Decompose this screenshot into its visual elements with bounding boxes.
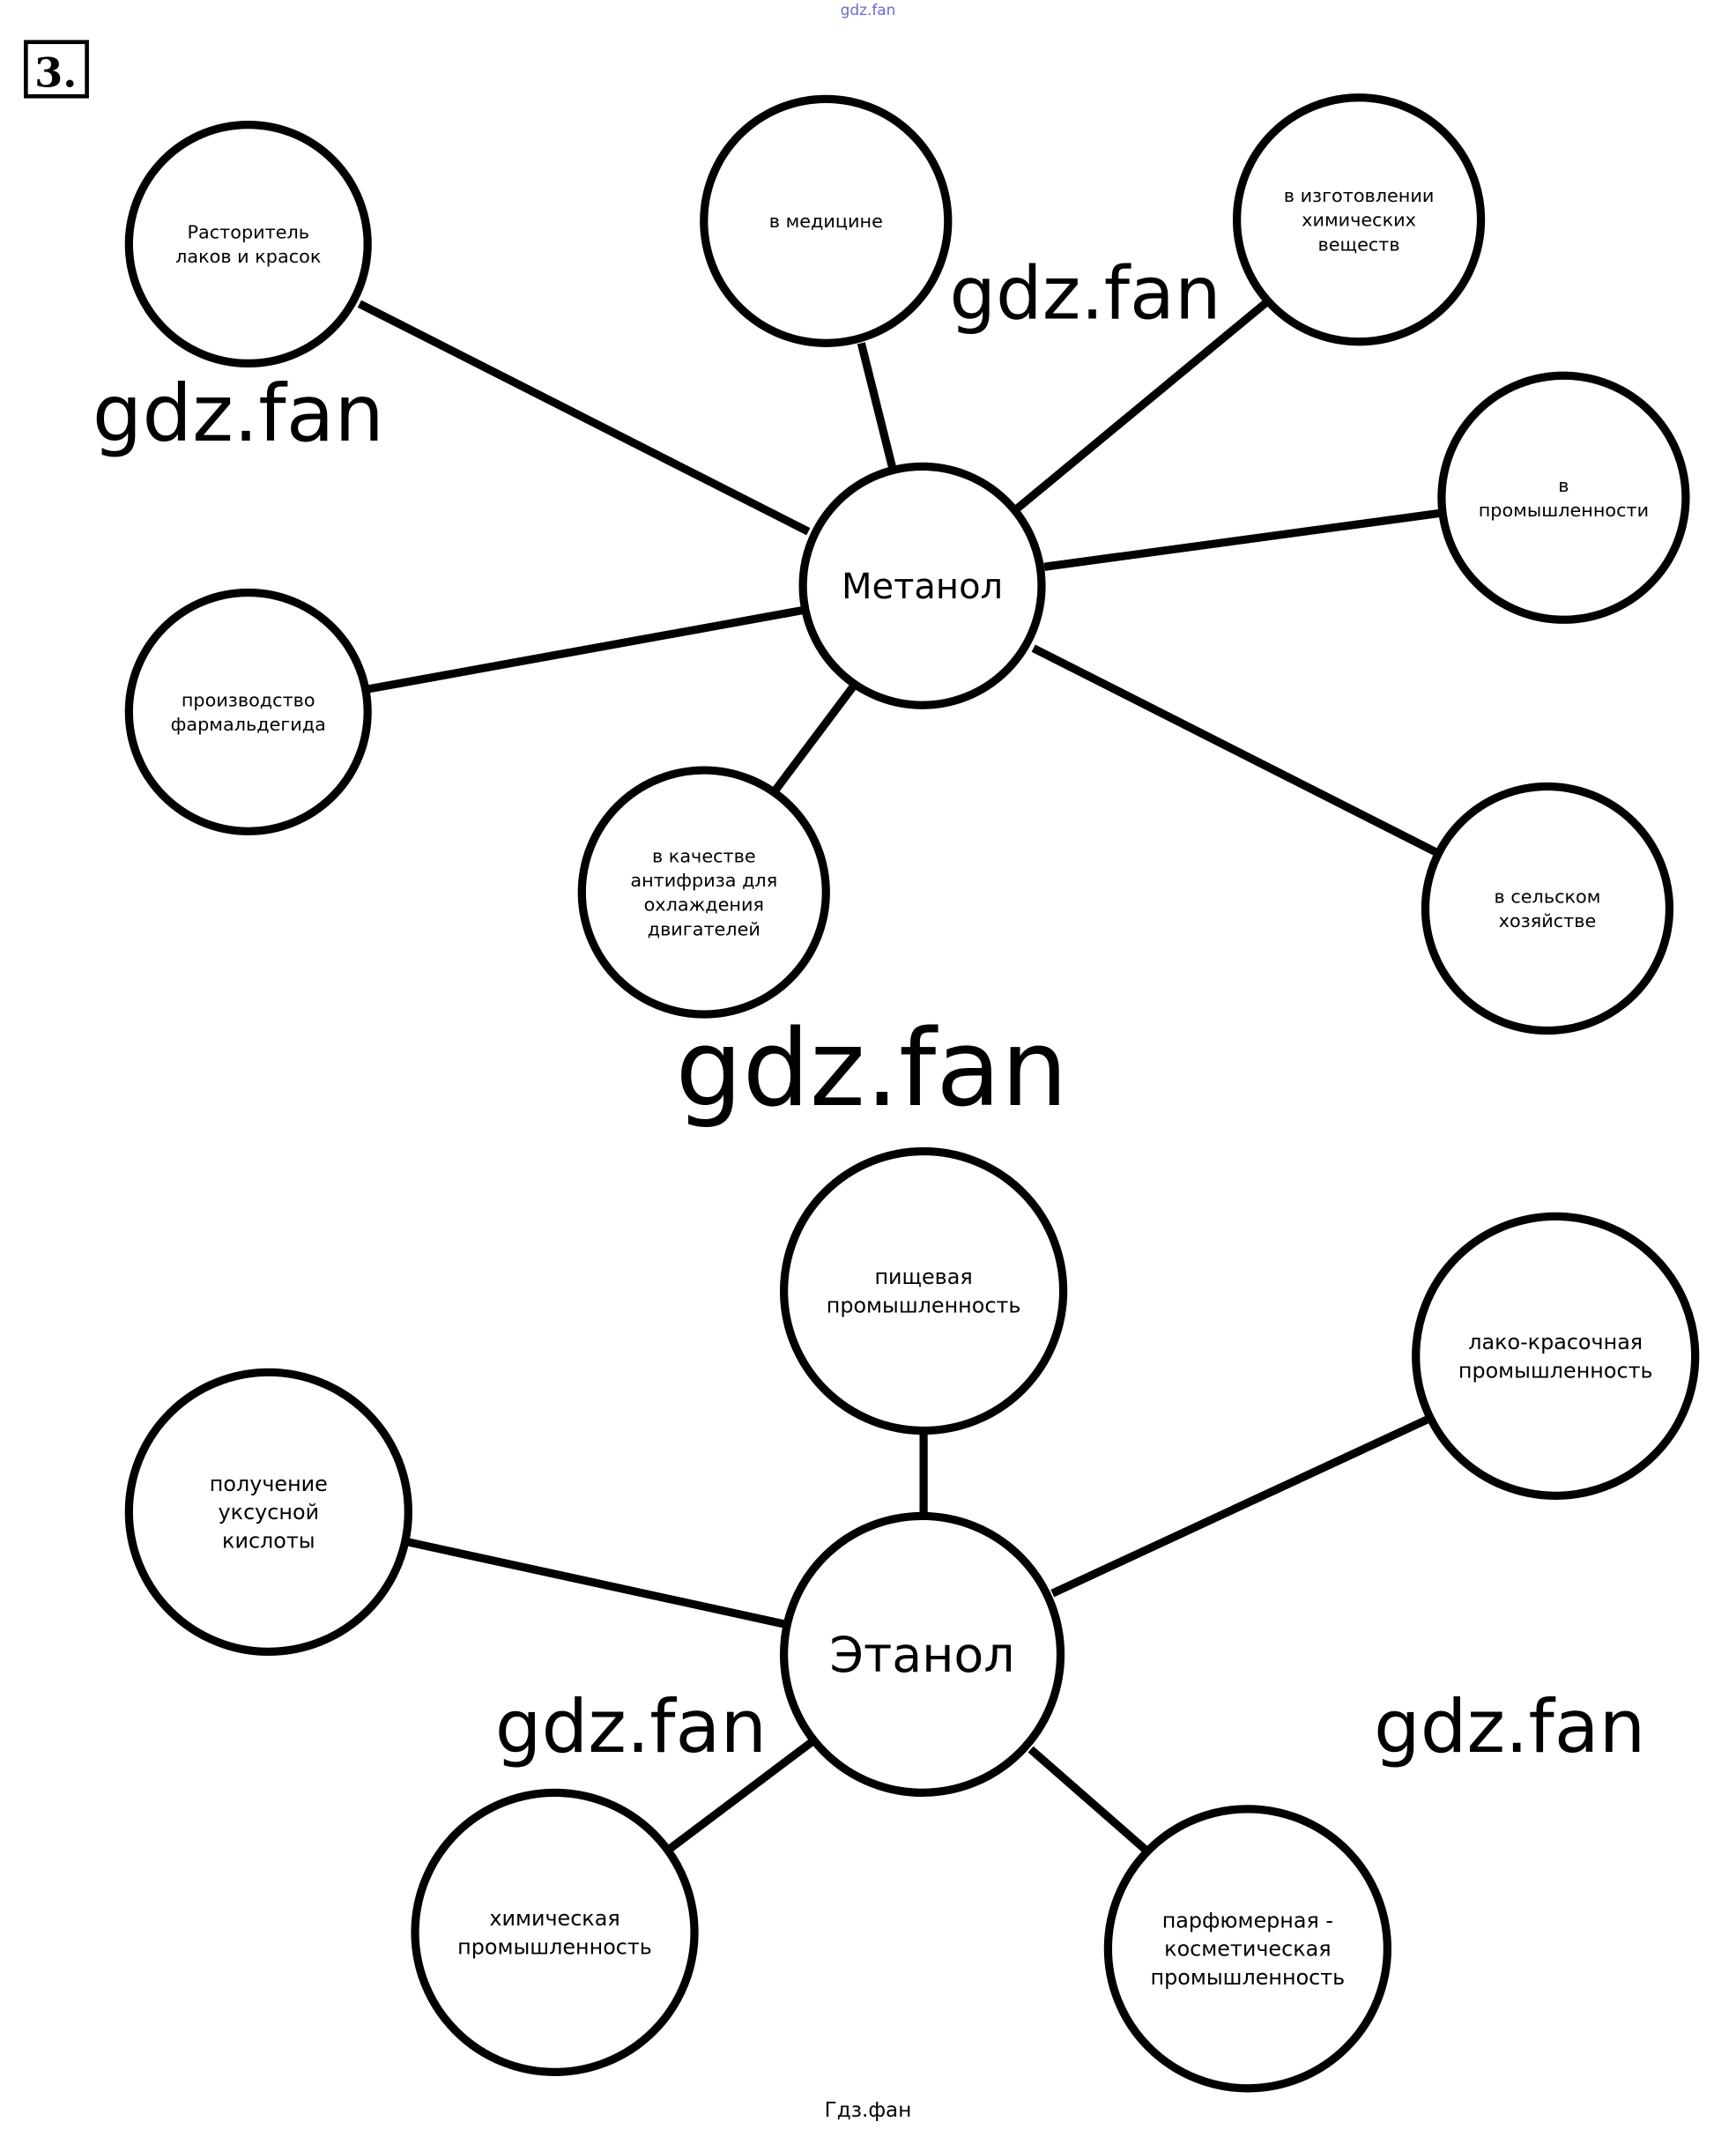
methanol-node-label: двигателей [648, 918, 760, 939]
footer-text: Гдз.фан [825, 2099, 912, 2122]
methanol-connector-line [1031, 644, 1443, 858]
methanol-node [1421, 782, 1674, 1035]
ethanol-connector-line [405, 1538, 788, 1629]
ethanol-node-label: косметическая [1164, 1937, 1331, 1962]
watermark: gdz.fan [1374, 1684, 1645, 1769]
methanol-node-label: промышленности [1479, 500, 1649, 521]
methanol-connector-line [1014, 298, 1271, 512]
methanol-node-label: в [1558, 475, 1569, 496]
methanol-node [577, 766, 830, 1019]
watermark: gdz.fan [495, 1684, 767, 1769]
task-number: 3. [34, 48, 77, 96]
methanol-connector-line [367, 605, 804, 694]
ethanol-node-label: получение [210, 1472, 328, 1496]
ethanol-node-label: уксусной [219, 1500, 320, 1524]
methanol-node [124, 588, 372, 835]
ethanol-node-label: кислоты [222, 1528, 315, 1553]
watermark: gdz.fan [675, 1008, 1067, 1131]
methanol-node-label: хозяйстве [1499, 910, 1597, 931]
methanol-node-label: охлаждения [644, 894, 764, 916]
methanol-node [1232, 93, 1486, 346]
methanol-center-label: Метанол [842, 567, 1003, 607]
methanol-node [124, 120, 372, 368]
methanol-node [700, 94, 953, 347]
ethanol-connector-line [666, 1739, 814, 1853]
ethanol-node [1412, 1212, 1700, 1500]
ethanol-connector-line [1028, 1746, 1154, 1858]
ethanol-node [124, 1368, 412, 1656]
top-watermark: gdz.fan [841, 1, 896, 19]
methanol-connector-line [357, 300, 811, 536]
ethanol-center-node [779, 1511, 1065, 1797]
ethanol-node-label: пищевая [874, 1265, 972, 1289]
ethanol-center-label: Этанол [829, 1628, 1014, 1684]
methanol-node-label: лаков и красок [175, 246, 321, 267]
methanol-node-label: фармальдегида [171, 714, 326, 735]
ethanol-node-label: промышленность [827, 1293, 1021, 1317]
methanol-node [1437, 371, 1690, 624]
ethanol-node-label: парфюмерная - [1162, 1908, 1333, 1932]
ethanol-connector-line [1050, 1415, 1428, 1598]
watermark: gdz.fan [949, 251, 1220, 337]
methanol-node-label: в сельском [1495, 886, 1601, 907]
methanol-connector-line [769, 682, 858, 796]
methanol-connector-line [857, 342, 897, 470]
ethanol-node-label: промышленность [1458, 1358, 1653, 1383]
methanol-node-label: производство [182, 689, 315, 710]
methanol-node-label: в изготовлении [1284, 185, 1435, 206]
methanol-node-label: в качестве [652, 845, 756, 866]
methanol-connector-line [1043, 508, 1445, 571]
methanol-center-node [798, 462, 1046, 709]
methanol-node-label: веществ [1318, 234, 1400, 255]
task-number-box [24, 40, 89, 99]
ethanol-node-label: промышленность [1151, 1965, 1346, 1990]
ethanol-node [411, 1788, 699, 2076]
ethanol-node [779, 1146, 1068, 1435]
ethanol-node-label: химическая [489, 1906, 619, 1931]
methanol-node-label: в медицине [769, 211, 883, 232]
methanol-node-label: Расторитель [187, 221, 309, 242]
methanol-node-label: химических [1302, 210, 1416, 231]
ethanol-node-label: лако-красочная [1468, 1330, 1643, 1354]
watermark: gdz.fan [93, 368, 384, 460]
methanol-node-label: антифриза для [630, 870, 777, 891]
ethanol-node-label: промышленность [457, 1934, 652, 1959]
ethanol-node [1103, 1805, 1391, 2093]
